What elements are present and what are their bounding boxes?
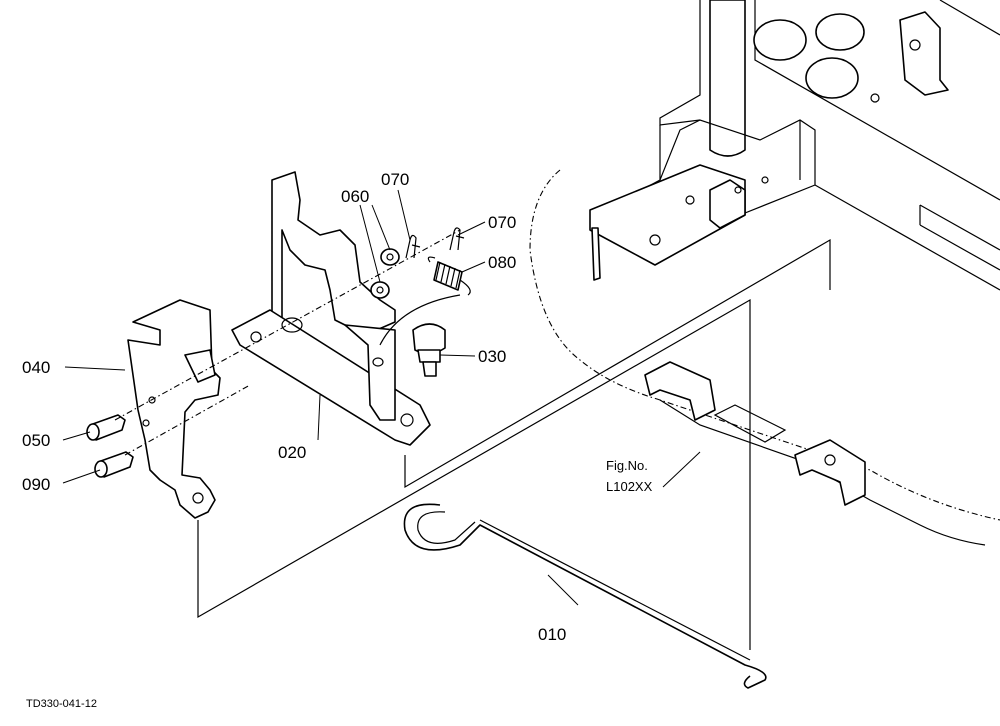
- callout-020: 020: [278, 443, 306, 462]
- figure-ref-number: L102XX: [606, 479, 653, 494]
- machine-frame: [529, 0, 1000, 546]
- callout-060: 060: [341, 187, 369, 206]
- callout-080: 080: [488, 253, 516, 272]
- snap-pin: [449, 227, 465, 251]
- spring: [427, 256, 471, 296]
- callout-040: 040: [22, 358, 50, 377]
- deck-hole: [753, 19, 807, 61]
- clevis-pin: [94, 451, 134, 478]
- boundary-lines: [197, 238, 831, 650]
- slot-bracket: [794, 439, 866, 506]
- stud-bolt: [412, 323, 446, 377]
- snap-pin: [405, 234, 421, 259]
- vertical-post: [709, 0, 746, 157]
- callout-030: 030: [478, 347, 506, 366]
- washer: [380, 248, 400, 266]
- leader-lines: [62, 189, 701, 606]
- callout-010: 010: [538, 625, 566, 644]
- drawing-code: TD330-041-12: [26, 698, 97, 710]
- slot-bracket: [644, 361, 716, 421]
- callout-050: 050: [22, 431, 50, 450]
- main-bracket: [231, 171, 431, 446]
- wire: [379, 294, 461, 346]
- figure-ref-label: Fig.No.: [606, 458, 648, 473]
- callout-090: 090: [22, 475, 50, 494]
- rod: [403, 503, 767, 689]
- figure-reference: Fig.No. L102XX: [606, 458, 653, 494]
- callout-070-upper: 070: [381, 170, 409, 189]
- lever: [127, 299, 221, 519]
- clevis-pin: [86, 414, 126, 441]
- washer: [370, 281, 390, 299]
- deck-hole: [805, 57, 859, 99]
- deck-hole: [815, 13, 865, 51]
- axis-line: [114, 229, 461, 421]
- callout-070-right: 070: [488, 213, 516, 232]
- axis-line: [124, 384, 251, 456]
